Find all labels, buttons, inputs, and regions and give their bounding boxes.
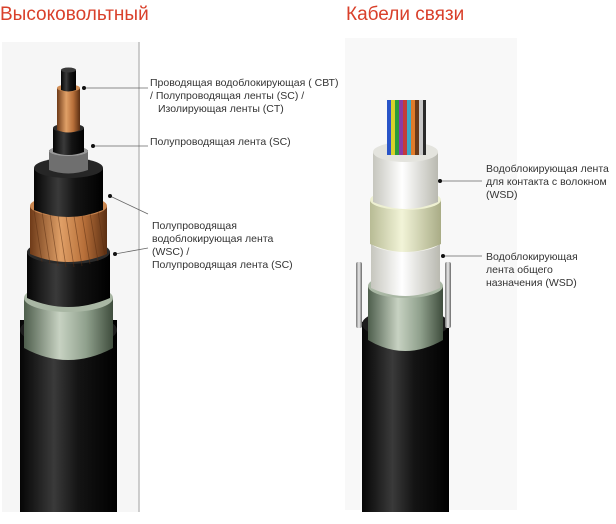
comm-cable [356,100,451,512]
label-comm-general: Водоблокирующая лента общего назначения … [486,251,578,289]
label-hv-semi-tape: Полупроводящая лента (SC) [150,136,291,148]
fiber-bundle [387,100,426,155]
label-hv-wsc: Полупроводящая водоблокирующая лента (WS… [152,220,293,271]
comm-leaders [438,179,482,258]
hv-title: Высоковольтный [0,4,149,25]
label-hv-conductor: Проводящая водоблокирующая ( СВТ) / Полу… [150,77,339,115]
label-comm-fiber: Водоблокирующая лента для контакта с вол… [486,163,609,201]
hv-leaders [82,86,149,256]
comm-title: Кабели связи [346,4,465,25]
hv-cable [20,67,117,512]
